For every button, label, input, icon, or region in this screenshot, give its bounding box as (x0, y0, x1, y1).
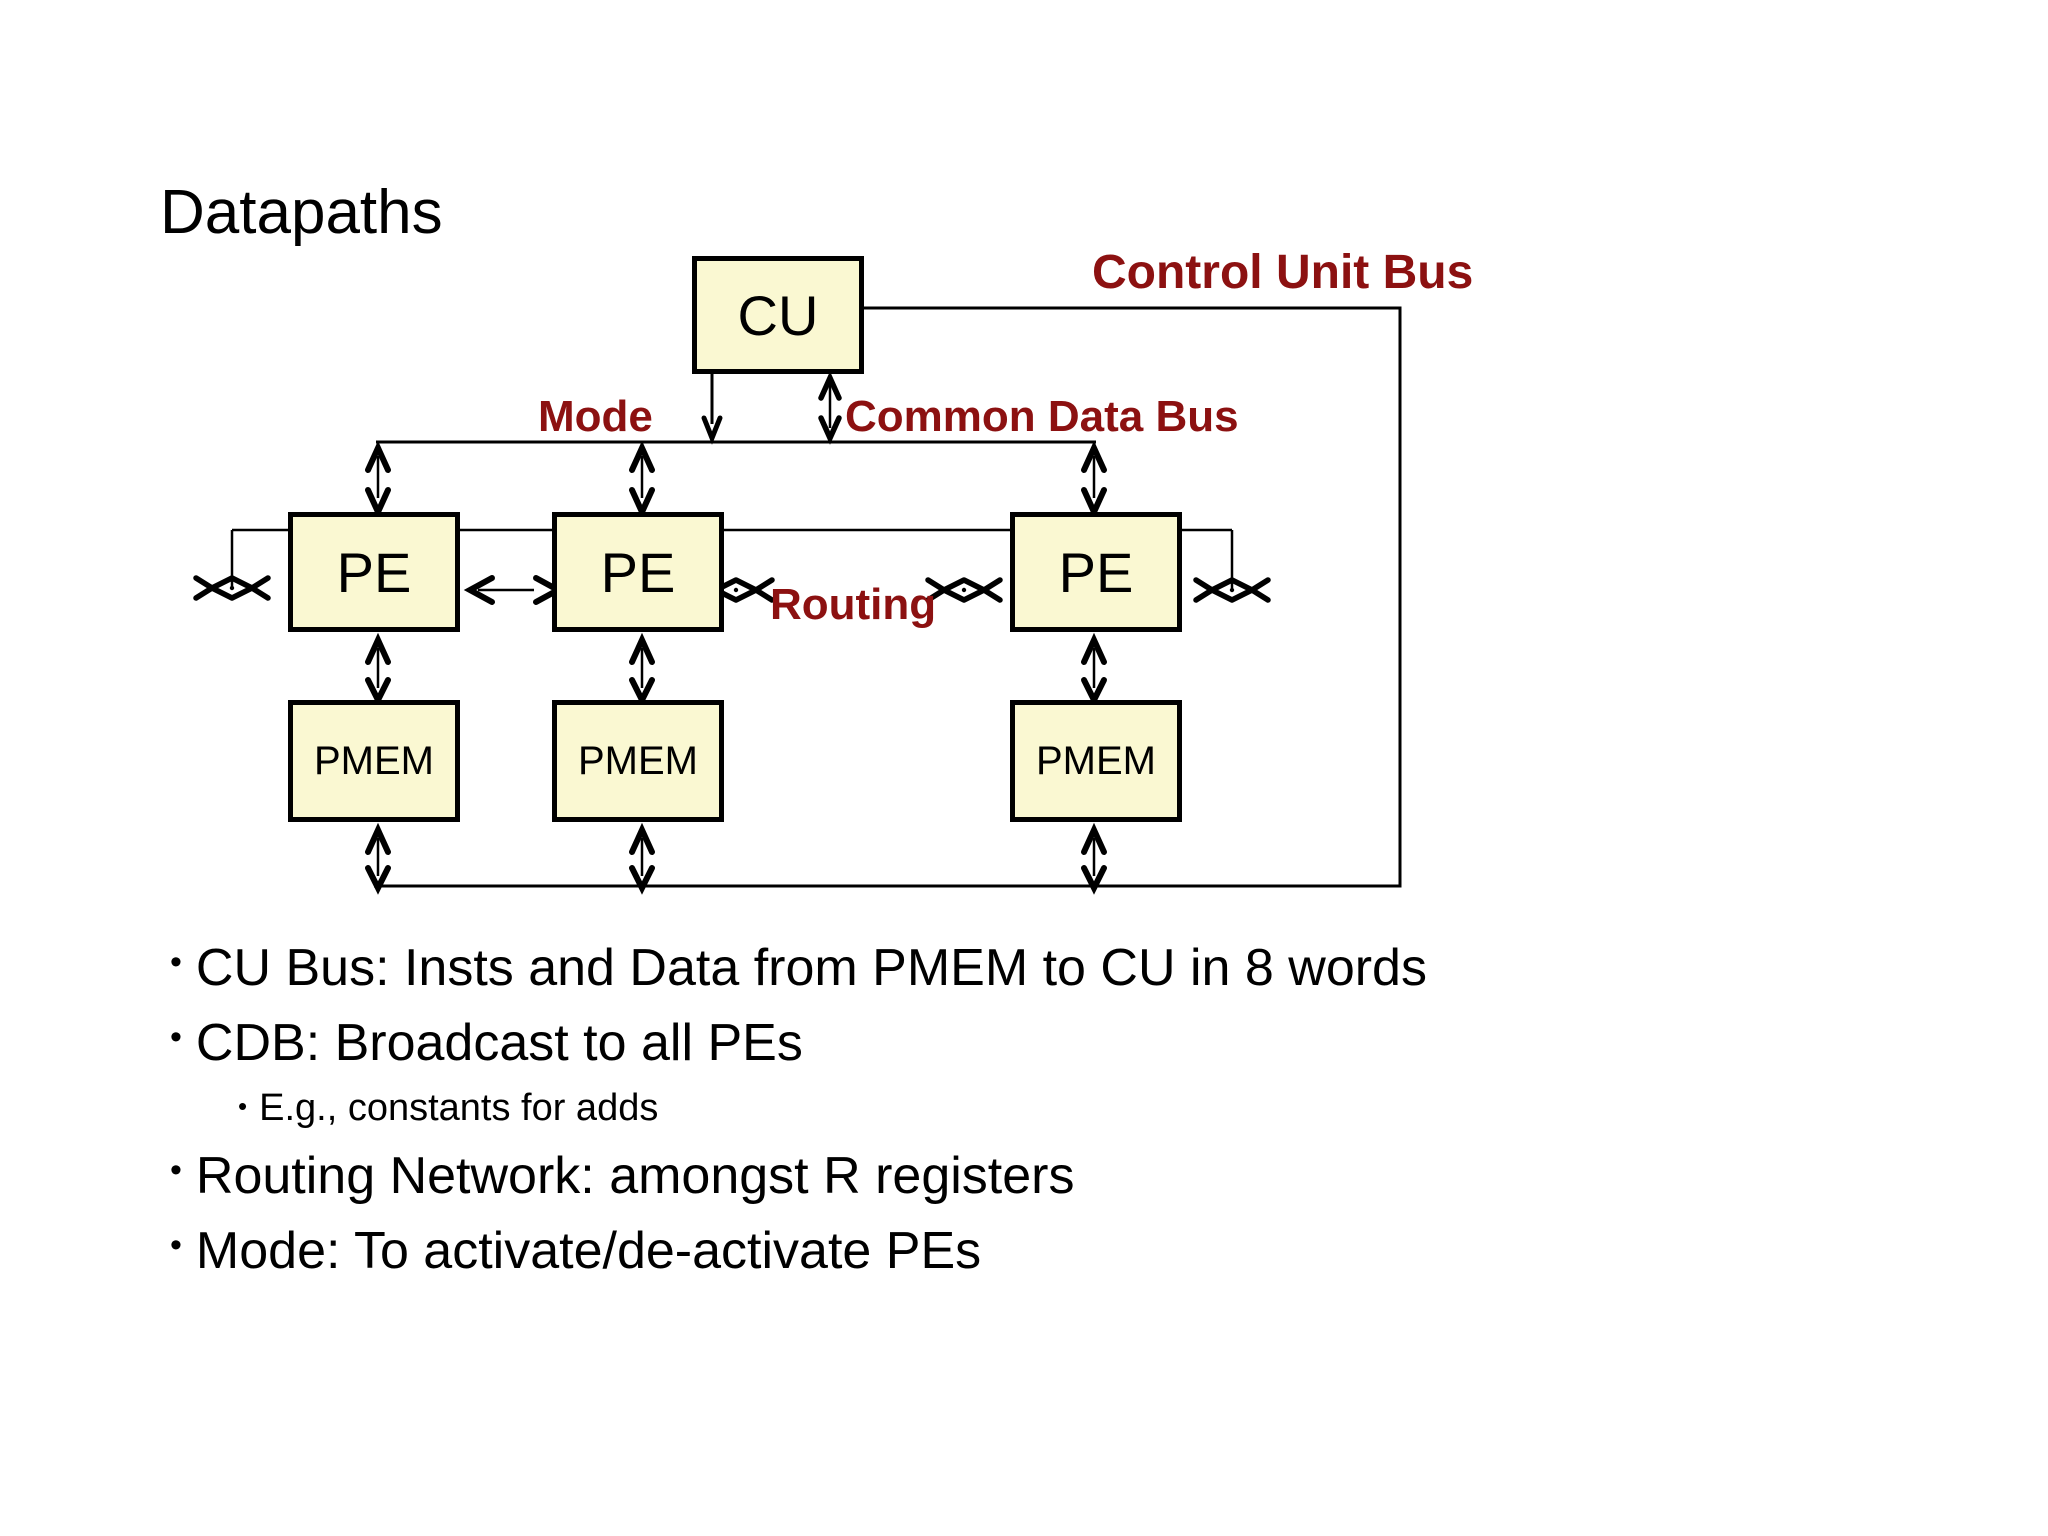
pmem-to-cubus-arrows (365, 822, 1107, 895)
bullet-marker-icon: • (170, 1017, 182, 1056)
routing-arrow-pe1-pe2 (463, 575, 565, 605)
page-title: Datapaths (160, 178, 443, 247)
bullet-list: • CU Bus: Insts and Data from PMEM to CU… (170, 935, 1950, 1293)
routing-label: Routing (770, 580, 937, 629)
routing-connector-right (1193, 577, 1271, 603)
list-item-sub: • E.g., constants for adds (238, 1084, 1950, 1133)
bullet-marker-icon: • (238, 1091, 248, 1122)
pmem-box-2[interactable]: PMEM (552, 700, 724, 822)
list-item-text: Mode: To activate/de-activate PEs (195, 1222, 982, 1281)
pe-box-3[interactable]: PE (1010, 512, 1182, 632)
list-item: • CDB: Broadcast to all PEs (170, 1010, 1950, 1077)
list-item-text: CDB: Broadcast to all PEs (195, 1013, 803, 1072)
pmem-box-3[interactable]: PMEM (1010, 700, 1182, 822)
control-unit-bus-line (374, 306, 1402, 888)
cu-cdb-double-arrow (818, 371, 842, 445)
mode-label: Mode (538, 392, 653, 441)
control-unit-bus-label: Control Unit Bus (1092, 246, 1474, 299)
list-item-text: E.g., constants for adds (259, 1087, 659, 1130)
routing-connector-pe3-left (925, 577, 1003, 603)
pe-to-pmem-arrows (365, 632, 1107, 707)
pe-box-2[interactable]: PE (552, 512, 724, 632)
cu-box[interactable]: CU (692, 256, 864, 374)
pmem-box-1[interactable]: PMEM (288, 700, 460, 822)
list-item-text: Routing Network: amongst R registers (195, 1147, 1075, 1206)
list-item-text: CU Bus: Insts and Data from PMEM to CU i… (195, 939, 1427, 997)
bullet-marker-icon: • (170, 1151, 182, 1190)
pe-box-1[interactable]: PE (288, 512, 460, 632)
datapath-diagram: CU PE PE PE PMEM PMEM PMEM Control Unit … (193, 246, 1474, 895)
cdb-to-pe-arrows (365, 440, 1107, 520)
bullet-marker-icon: • (170, 1226, 182, 1265)
list-item: • Mode: To activate/de-activate PEs (170, 1218, 1950, 1285)
mode-line (701, 374, 723, 445)
common-data-bus-label: Common Data Bus (845, 392, 1239, 441)
bullet-marker-icon: • (170, 943, 182, 981)
routing-connector-left (193, 575, 271, 601)
list-item: • CU Bus: Insts and Data from PMEM to CU… (170, 935, 1950, 1002)
list-item: • Routing Network: amongst R registers (170, 1143, 1950, 1210)
